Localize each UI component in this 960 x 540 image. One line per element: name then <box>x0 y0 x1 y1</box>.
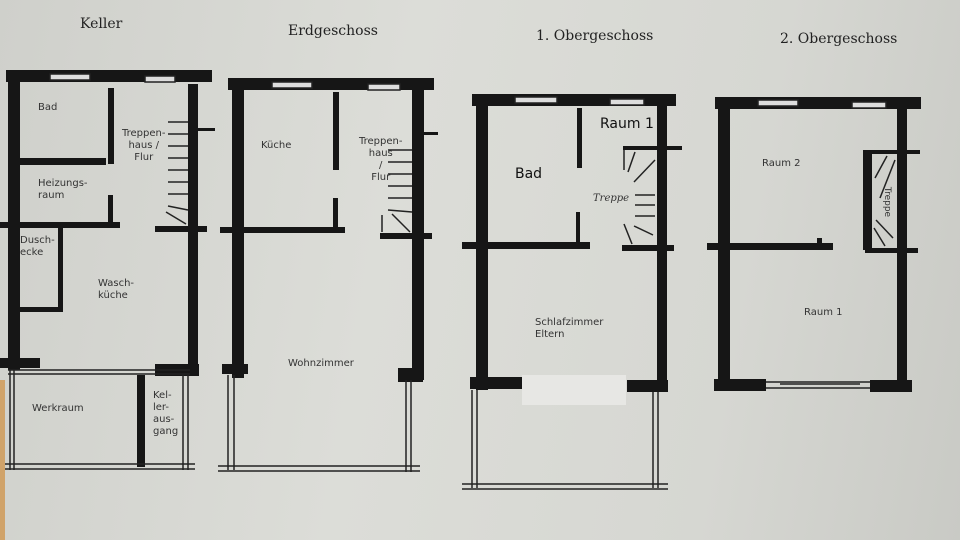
room-label: Heizungs- raum <box>38 178 88 201</box>
room-label: Raum 1 <box>804 307 843 318</box>
table-edge <box>0 380 5 540</box>
room-label: Treppe <box>882 186 893 218</box>
room-label: Treppe <box>593 193 630 204</box>
floor-title-2-obergeschoss: 2. Obergeschoss <box>780 31 898 47</box>
obergeschoss2-walls <box>707 97 921 392</box>
floor-title-erdgeschoss: Erdgeschoss <box>288 23 378 39</box>
room-label: Werkraum <box>32 403 84 414</box>
room-label: Dusch- ecke <box>20 235 55 258</box>
erdgeschoss-details <box>218 81 420 472</box>
keller-walls <box>0 70 215 467</box>
room-label: Raum 2 <box>762 158 801 169</box>
floor-title-keller: Keller <box>80 16 123 32</box>
room-label: Schlafzimmer Eltern <box>535 317 604 340</box>
obergeschoss2-details <box>757 99 896 389</box>
erdgeschoss-walls <box>220 78 438 382</box>
obergeschoss1-details <box>462 96 668 490</box>
obergeschoss1-walls <box>462 94 682 392</box>
room-label: Wohnzimmer <box>288 358 354 369</box>
keller-details <box>5 73 195 470</box>
room-label: Kel- ler- aus- gang <box>153 390 179 437</box>
redaction-patch <box>522 375 626 405</box>
room-label: Küche <box>261 140 292 151</box>
room-label: Bad <box>38 102 58 113</box>
room-label: Wasch- küche <box>98 278 135 301</box>
room-label: Bad <box>515 166 543 182</box>
room-label: Treppen- haus / Flur <box>359 136 403 183</box>
room-label: Treppen- haus / Flur <box>122 128 166 163</box>
floor-title-1-obergeschoss: 1. Obergeschoss <box>536 28 654 44</box>
room-label: Raum 1 <box>600 116 654 132</box>
